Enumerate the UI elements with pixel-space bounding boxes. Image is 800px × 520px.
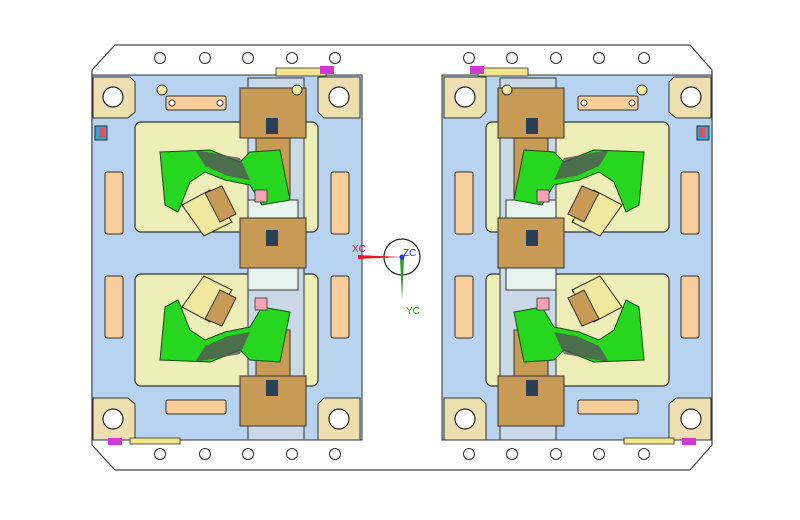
mold-half-left[interactable] [91,51,363,461]
z-axis-dot [399,254,405,260]
x-axis-label: XC [352,244,366,255]
y-axis-arrow [400,258,404,300]
z-axis-label: ZC [403,248,416,259]
coordinate-triad: XC ZC YC [352,238,421,317]
mold-half-right[interactable] [441,51,713,461]
x-axis-arrow [358,255,402,259]
y-axis-label: YC [406,306,420,317]
